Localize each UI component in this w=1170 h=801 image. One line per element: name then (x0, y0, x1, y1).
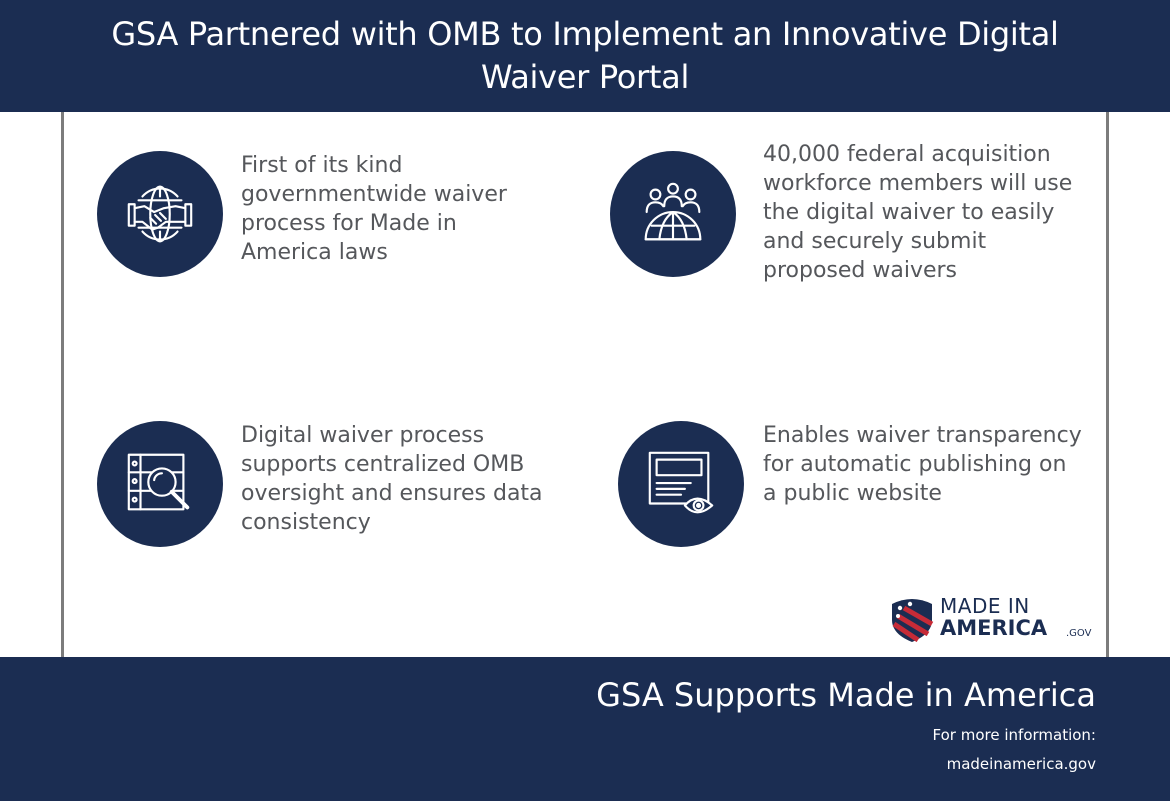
feature-text: Enables waiver transparency for automati… (763, 423, 1082, 506)
header-banner: GSA Partnered with OMB to Implement an I… (0, 0, 1170, 112)
frame-left-border (61, 112, 64, 657)
logo-text-line1: MADE IN (940, 594, 1030, 618)
footer-info: For more information: madeinamerica.gov (933, 721, 1096, 779)
flag-shield-icon (892, 599, 934, 642)
made-in-america-logo: MADE IN AMERICA .GOV (888, 594, 1091, 644)
info-link[interactable]: madeinamerica.gov (946, 755, 1096, 773)
feature-text: Digital waiver process supports centrali… (241, 423, 543, 535)
info-label: For more information: (932, 726, 1096, 744)
feature-text: First of its kind governmentwide waiver … (241, 153, 507, 265)
page-title: GSA Partnered with OMB to Implement an I… (111, 15, 1059, 96)
feature-text: 40,000 federal acquisition workforce mem… (763, 142, 1073, 283)
footer-title: GSA Supports Made in America (596, 676, 1096, 714)
globe-handshake-icon (97, 151, 223, 277)
people-globe-icon (610, 151, 736, 277)
logo-text-suffix: .GOV (1066, 628, 1092, 639)
frame-right-border (1106, 112, 1109, 657)
footer-banner: GSA Supports Made in America For more in… (0, 657, 1170, 801)
server-magnifier-icon (97, 421, 223, 547)
document-eye-icon (618, 421, 744, 547)
logo-text-line2: AMERICA (940, 616, 1048, 640)
